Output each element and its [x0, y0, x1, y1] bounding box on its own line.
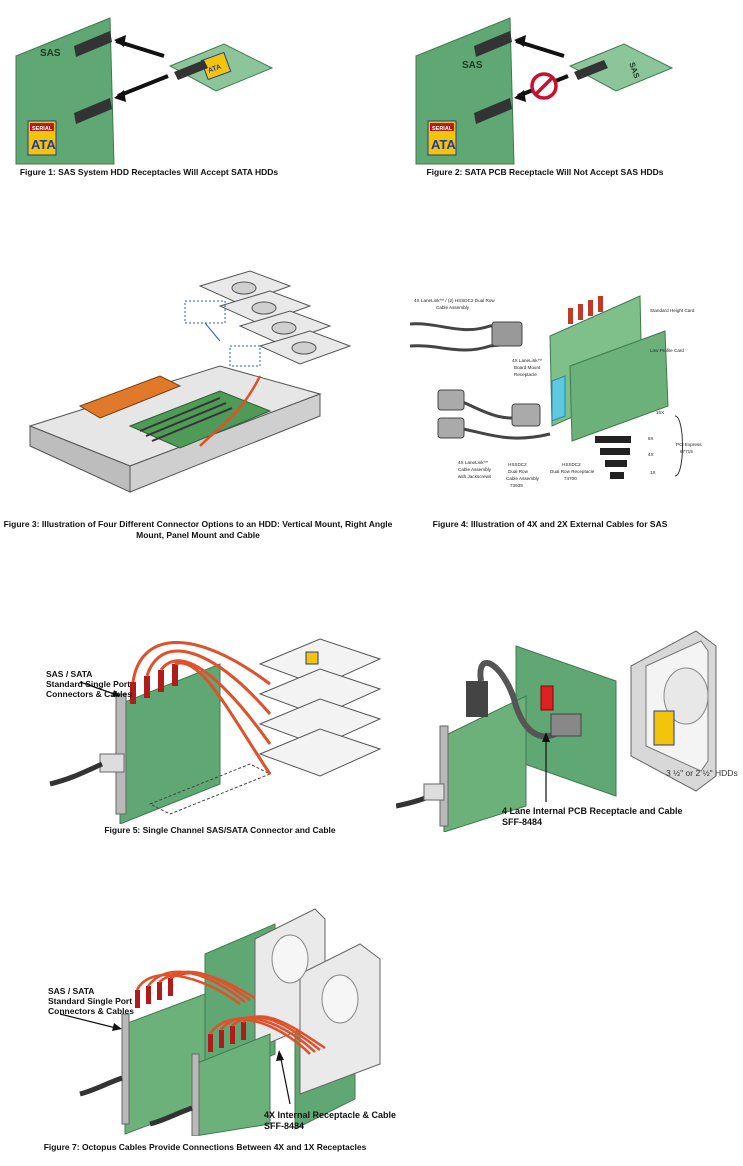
fig7-callout-line-5: SFF-8484: [264, 1121, 305, 1131]
sata-logo: SERIAL ATA: [427, 120, 457, 156]
label-hssdc2-cable-1: HSSDC2: [508, 462, 527, 467]
label-board-mount-2: Board Mount: [514, 365, 541, 370]
hdd-sticker: [653, 710, 675, 746]
label-8x: 8X: [648, 436, 654, 441]
figure-4-illustration: [409, 295, 683, 479]
figure-3: [20, 266, 360, 506]
label-hssdc2-cable-2: Dual Row: [508, 469, 528, 474]
figure-4: 4X LaneLink™ / (2) HSSDC2 Dual Row Cable…: [400, 286, 702, 506]
label-jackscrews-1: 4X LaneLink™: [458, 460, 489, 465]
label-4x: 4X: [648, 452, 654, 457]
figure-6-illustration: [395, 630, 717, 833]
drive-logo: ATA: [200, 51, 232, 81]
figure-6: 3 ½" or 2 ½" HDDs 4 Lane Internal PCB Re…: [395, 626, 738, 833]
svg-text:SERIAL: SERIAL: [432, 126, 453, 132]
figure-1-caption: Figure 1: SAS System HDD Receptacles Wil…: [19, 167, 279, 177]
fig6-callout-line-2: SFF-8484: [502, 817, 543, 827]
label-standard-height-card: Standard Height Card: [650, 308, 695, 313]
figure-3-caption-line-2: Mount, Panel Mount and Cable: [136, 530, 260, 540]
prohibited-icon: [530, 72, 558, 100]
figure-3-illustration: [28, 270, 352, 493]
fig6-hdd-label: 3 ½" or 2 ½" HDDs: [666, 768, 738, 778]
label-pci-express-1: PCI Express: [676, 442, 702, 447]
label-low-profile-card: Low Profile Card: [650, 348, 684, 353]
fig5-callout-line-2: Standard Single Port: [46, 679, 131, 689]
figure-5-illustration: [49, 638, 382, 825]
figure-2-caption: Figure 2: SATA PCB Receptacle Will Not A…: [426, 167, 664, 177]
label-cable-assembly-2: Cable Assembly: [436, 305, 469, 310]
fig5-callout-line-1: SAS / SATA: [46, 669, 93, 679]
fig7-callout-line-4: 4X Internal Receptacle & Cable: [264, 1110, 397, 1120]
svg-text:SERIAL: SERIAL: [32, 126, 53, 132]
fig5-callout-line-3: Connectors & Cables: [46, 689, 132, 699]
label-hssdc2-receptacle-1: HSSDC2: [562, 462, 581, 467]
label-board-mount-1: 4X LaneLink™: [512, 358, 543, 363]
label-16x: 16X: [656, 410, 665, 415]
figure-5: SAS / SATA Standard Single Port Connecto…: [20, 614, 390, 825]
label-hssdc2-cable-4: 73939: [510, 483, 523, 488]
svg-text:ATA: ATA: [31, 137, 56, 152]
fig7-callout-line-3: Connectors & Cables: [48, 1006, 134, 1016]
figure-7: SAS / SATA Standard Single Port Connecto…: [40, 904, 410, 1137]
board-sas-label: SAS: [40, 48, 61, 59]
svg-text:ATA: ATA: [207, 64, 222, 75]
figure-4-caption: Figure 4: Illustration of 4X and 2X Exte…: [432, 519, 668, 529]
svg-text:ATA: ATA: [431, 137, 456, 152]
figure-1-illustration: SAS SERIAL ATA ATA: [15, 17, 274, 165]
figure-2-illustration: SAS SERIAL ATA SAS: [415, 17, 674, 165]
label-hssdc2-receptacle-2: Dual Row Receptacle: [550, 469, 595, 474]
svg-text:SAS: SAS: [462, 60, 483, 71]
label-jackscrews-3: with Jackscrews: [458, 474, 492, 479]
label-cable-assembly-1: 4X LaneLink™ / (2) HSSDC2 Dual Row: [414, 298, 495, 303]
figure-1: SAS SERIAL ATA ATA: [14, 16, 284, 166]
figure-7-illustration: [59, 908, 381, 1137]
label-board-mount-3: Receptacle: [514, 372, 537, 377]
label-jackscrews-2: Cable Assembly: [458, 467, 491, 472]
figure-7-caption: Figure 7: Octopus Cables Provide Connect…: [43, 1142, 367, 1152]
fig7-callout-line-2: Standard Single Port: [48, 996, 133, 1006]
sata-logo: SERIAL ATA: [27, 120, 57, 156]
figure-2: SAS SERIAL ATA SAS: [414, 16, 684, 166]
fig6-callout-line-1: 4 Lane Internal PCB Receptacle and Cable: [502, 806, 683, 816]
figure-5-caption: Figure 5: Single Channel SAS/SATA Connec…: [104, 825, 336, 835]
label-hssdc2-receptacle-3: 74700: [564, 476, 577, 481]
label-pci-express-2: 87715: [680, 449, 693, 454]
figure-3-caption-line-1: Figure 3: Illustration of Four Different…: [3, 519, 393, 529]
label-hssdc2-cable-3: Cable Assembly: [506, 476, 539, 481]
fig7-callout-line-1: SAS / SATA: [48, 986, 95, 996]
label-1x: 1X: [650, 470, 656, 475]
